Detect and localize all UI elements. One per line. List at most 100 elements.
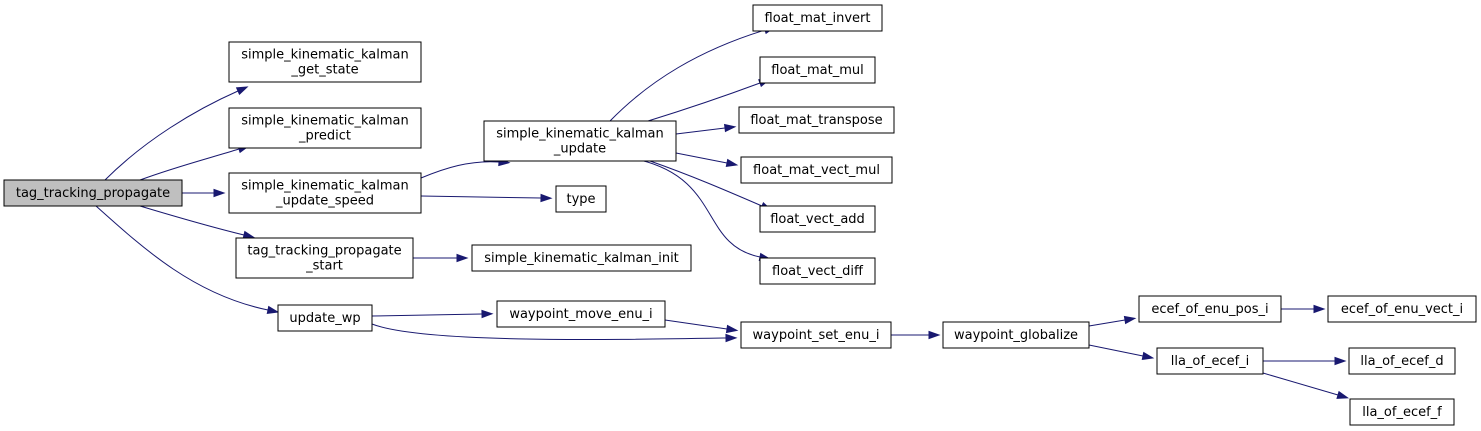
call-graph-nodes: tag_tracking_propagate simple_kinematic_k… — [3, 4, 1477, 426]
node-label: simple_kinematic_kalman — [241, 48, 409, 63]
node-box — [483, 120, 677, 162]
node-label: simple_kinematic_kalman — [241, 179, 409, 194]
function-node[interactable]: simple_kinematic_kalman_update_speed — [228, 172, 422, 214]
function-node[interactable]: lla_of_ecef_f — [1349, 398, 1455, 426]
node-box — [471, 244, 692, 272]
node-label: _get_state — [290, 63, 358, 78]
node-label: simple_kinematic_kalman — [241, 114, 409, 129]
function-node[interactable]: float_vect_diff — [759, 257, 876, 285]
function-node[interactable]: simple_kinematic_kalman_predict — [228, 107, 422, 149]
function-node[interactable]: waypoint_move_enu_i — [496, 300, 666, 328]
edge-n0-n3 — [182, 188, 226, 198]
function-node[interactable]: tag_tracking_propagate_start — [235, 237, 414, 279]
edge-line — [647, 82, 761, 122]
edge-line — [420, 195, 542, 199]
arrowhead-icon — [1313, 304, 1326, 314]
node-box — [759, 56, 876, 84]
arrowhead-icon — [266, 305, 280, 315]
arrowhead-icon — [1336, 390, 1350, 399]
node-label: _update_speed — [275, 194, 374, 209]
edge-line — [371, 323, 727, 340]
node-label: lla_of_ecef_i — [1171, 354, 1250, 369]
node-label: simple_kinematic_kalman_init — [484, 251, 679, 266]
edge-line — [639, 159, 761, 258]
node-label: _start — [305, 259, 343, 274]
node-label: _update — [553, 142, 606, 157]
edge-n6-n12 — [675, 123, 737, 135]
edge-line — [371, 313, 483, 317]
edge-n0-n5 — [95, 205, 280, 315]
node-label: ecef_of_enu_vect_i — [1341, 302, 1463, 317]
function-node[interactable]: float_mat_mul — [759, 56, 876, 84]
edge-line — [649, 160, 763, 207]
function-node[interactable]: update_wp — [277, 304, 373, 332]
edge-n0-n1 — [104, 86, 249, 181]
function-node[interactable]: waypoint_set_enu_i — [740, 321, 892, 349]
node-box — [738, 106, 895, 134]
arrowhead-icon — [725, 324, 739, 334]
edge-n5-n16 — [371, 323, 738, 343]
edge-n0-n4 — [139, 205, 256, 239]
function-node[interactable]: ecef_of_enu_vect_i — [1327, 295, 1477, 323]
edge-line — [664, 319, 728, 330]
arrowhead-icon — [1334, 356, 1347, 366]
node-box — [759, 205, 876, 233]
node-label: update_wp — [289, 311, 360, 326]
node-label: _predict — [298, 129, 351, 144]
function-node[interactable]: type — [555, 185, 607, 213]
function-node[interactable]: lla_of_ecef_i — [1156, 347, 1264, 375]
edge-line — [675, 152, 728, 164]
node-box — [759, 257, 876, 285]
arrowhead-icon — [725, 333, 738, 343]
node-label: lla_of_ecef_d — [1360, 354, 1443, 369]
node-label: waypoint_globalize — [954, 328, 1078, 343]
edge-n16-n17 — [891, 330, 941, 340]
function-node[interactable]: simple_kinematic_kalman_update — [483, 120, 677, 162]
function-node[interactable]: tag_tracking_propagate — [3, 179, 183, 207]
node-box — [496, 300, 666, 328]
node-box — [1156, 347, 1264, 375]
edge-line — [609, 29, 766, 122]
node-label: type — [566, 192, 595, 207]
node-label: float_mat_transpose — [750, 113, 882, 128]
edge-n19-n22 — [1262, 372, 1350, 399]
arrowhead-icon — [242, 230, 256, 239]
edge-n18-n20 — [1281, 304, 1326, 314]
function-node[interactable]: float_mat_vect_mul — [740, 156, 893, 184]
function-node[interactable]: simple_kinematic_kalman_get_state — [228, 41, 422, 83]
node-label: float_mat_invert — [765, 11, 871, 26]
edge-n4-n8 — [413, 253, 469, 263]
edge-line — [420, 161, 500, 179]
edge-n17-n19 — [1088, 344, 1155, 361]
node-box — [1349, 398, 1455, 426]
node-label: waypoint_move_enu_i — [509, 307, 652, 322]
edge-line — [1262, 372, 1339, 396]
function-node[interactable]: waypoint_globalize — [942, 321, 1090, 349]
edge-n9-n16 — [664, 319, 739, 334]
arrowhead-icon — [235, 86, 249, 96]
node-box — [740, 156, 893, 184]
edge-n17-n18 — [1088, 315, 1137, 327]
node-box — [555, 185, 607, 213]
arrowhead-icon — [1141, 351, 1155, 361]
arrowhead-icon — [456, 253, 469, 263]
function-node[interactable]: simple_kinematic_kalman_init — [471, 244, 692, 272]
edge-line — [675, 127, 726, 135]
function-node[interactable]: float_mat_invert — [752, 4, 883, 32]
function-node[interactable]: lla_of_ecef_d — [1348, 347, 1456, 375]
function-node[interactable]: float_mat_transpose — [738, 106, 895, 134]
function-node[interactable]: float_vect_add — [759, 205, 876, 233]
node-box — [752, 4, 883, 32]
edge-line — [95, 205, 269, 311]
node-label: simple_kinematic_kalman — [496, 127, 664, 142]
edge-n3-n7 — [420, 193, 553, 203]
edge-n6-n13 — [675, 152, 739, 168]
function-node[interactable]: ecef_of_enu_pos_i — [1138, 295, 1282, 323]
node-label: lla_of_ecef_f — [1362, 405, 1442, 420]
node-label: waypoint_set_enu_i — [753, 328, 880, 343]
edge-line — [1088, 344, 1144, 357]
node-box — [277, 304, 373, 332]
arrowhead-icon — [928, 330, 941, 340]
arrowhead-icon — [1123, 315, 1137, 325]
